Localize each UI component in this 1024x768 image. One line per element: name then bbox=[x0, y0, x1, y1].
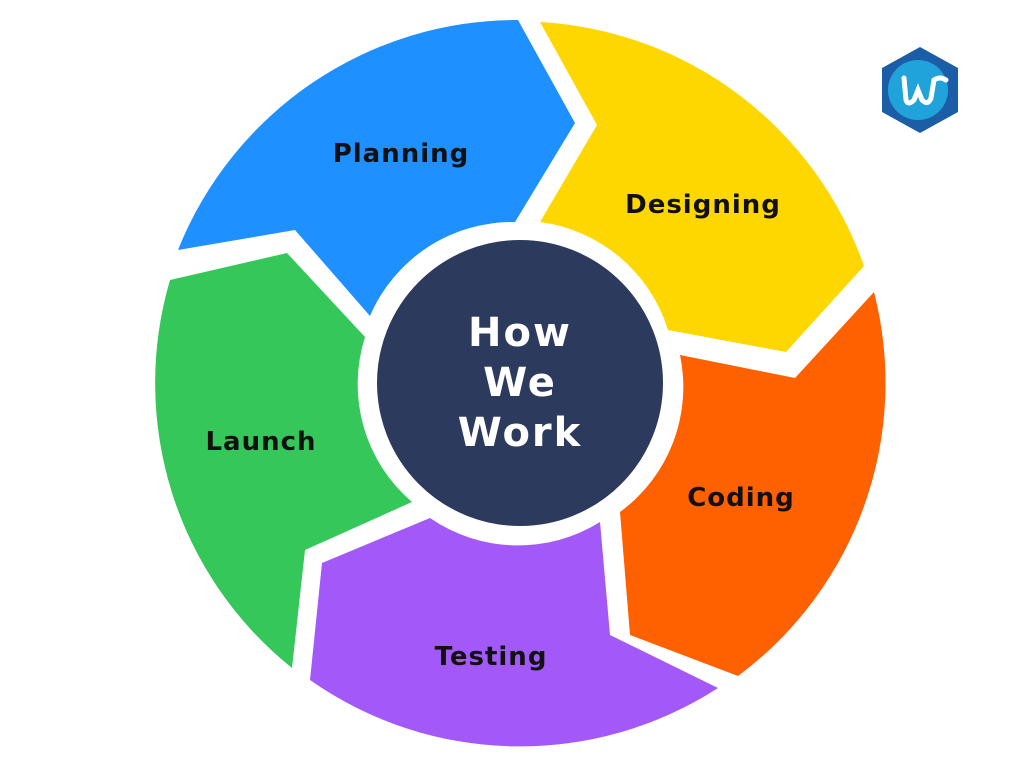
segment-testing bbox=[310, 518, 718, 747]
segment-coding bbox=[620, 292, 886, 676]
label-planning: Planning bbox=[332, 139, 470, 169]
center-title: How We Work bbox=[458, 308, 583, 458]
label-coding: Coding bbox=[687, 483, 795, 513]
label-launch: Launch bbox=[205, 427, 317, 457]
segment-planning bbox=[178, 19, 575, 316]
center-title-line: Work bbox=[457, 410, 583, 456]
center-circle bbox=[369, 232, 671, 534]
segment-launch bbox=[155, 253, 412, 668]
label-testing: Testing bbox=[434, 642, 548, 672]
label-designing: Designing bbox=[625, 190, 781, 220]
segment-designing bbox=[540, 22, 864, 352]
logo-icon bbox=[882, 47, 958, 133]
center-title-line: We bbox=[483, 360, 557, 406]
center-title-line: How bbox=[468, 310, 572, 356]
